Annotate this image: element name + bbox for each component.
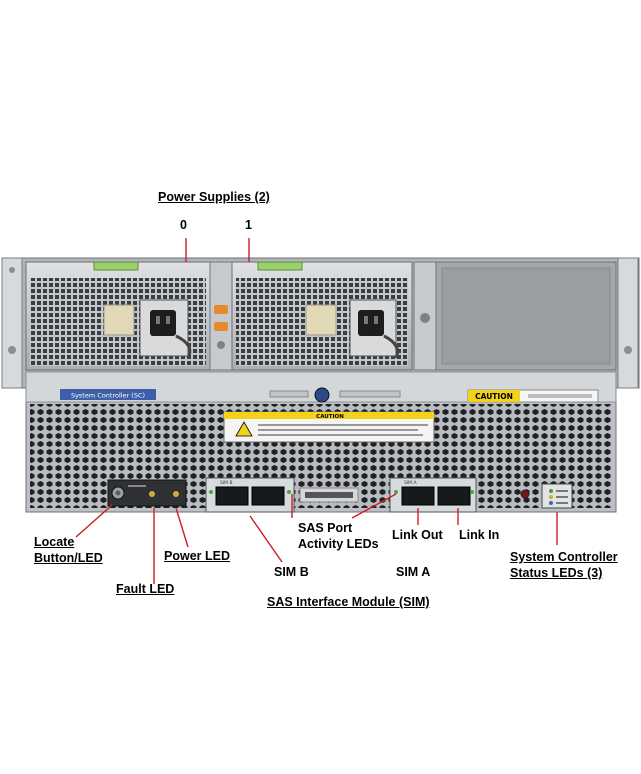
sc-status-leds-label: System Controller Status LEDs (3) [510, 550, 618, 580]
sim-b-label: SIM B [274, 565, 309, 579]
fault-led-icon [149, 491, 155, 497]
psu-screw-icon [217, 341, 225, 349]
left-rack-ear [1, 257, 23, 389]
sim-a-module[interactable]: SIM A [389, 477, 477, 513]
svg-text:SIM B: SIM B [220, 480, 233, 486]
ps1-green-handle[interactable] [257, 261, 303, 271]
power-supplies-heading: Power Supplies (2) [158, 190, 270, 204]
power-led-label: Power LED [164, 549, 230, 563]
ear-screw-icon [9, 267, 15, 273]
psu-divider [209, 261, 233, 371]
sas-port-activity-label: SAS Port Activity LEDs [298, 521, 379, 551]
led-panel [107, 479, 187, 507]
fault-led-label: Fault LED [116, 582, 175, 596]
ps0-label: 0 [180, 218, 187, 232]
sim-a-port-link-out[interactable] [401, 486, 435, 506]
sim-a-label: SIM A [396, 565, 431, 579]
sc-status-led-icon [549, 501, 553, 505]
svg-text:SIM A: SIM A [404, 480, 417, 486]
sas-activity-led-icon [209, 490, 213, 494]
ps0-green-handle[interactable] [93, 261, 139, 271]
link-in-label: Link In [459, 528, 500, 542]
sim-b-port-2[interactable] [251, 486, 285, 506]
sc-label-plate [60, 389, 156, 400]
warning-sticker: CAUTION [223, 411, 435, 443]
psu-led-icon [214, 305, 228, 314]
divider-screw-icon [420, 313, 430, 323]
sc-status-led-icon [549, 495, 553, 499]
power-supply-0[interactable] [25, 261, 211, 371]
ear-screw-icon [8, 346, 16, 354]
sc-label-text: System Controller (SC) [71, 392, 145, 400]
sas-activity-led-icon [287, 490, 291, 494]
psu-led-icon [214, 322, 228, 331]
sc-status-led-plate [541, 483, 573, 509]
link-out-label: Link Out [392, 528, 443, 542]
callout-locate [75, 504, 113, 538]
callout-power [175, 507, 189, 548]
callout-lines [75, 238, 558, 584]
right-rack-ear [617, 257, 639, 389]
ps1-label: 1 [245, 218, 252, 232]
sc-reset-icon[interactable] [520, 489, 530, 499]
power-supply-1[interactable] [231, 261, 413, 371]
sim-b-module[interactable]: SIM B [205, 477, 295, 513]
ear-screw-icon [624, 346, 632, 354]
sas-activity-led-icon [394, 490, 398, 494]
callout-sim-b [249, 515, 283, 563]
svg-text:CAUTION: CAUTION [316, 414, 344, 420]
sim-a-port-link-in[interactable] [437, 486, 471, 506]
callout-sas-port-right [351, 493, 397, 519]
locate-button-label: Locate Button/LED [34, 535, 103, 565]
svg-text:CAUTION: CAUTION [475, 392, 513, 401]
sas-activity-led-icon [470, 490, 474, 494]
captive-screw-icon[interactable] [314, 387, 330, 403]
warning-triangle-icon [235, 421, 253, 437]
sim-b-port-1[interactable] [215, 486, 249, 506]
sc-status-led-icon [549, 489, 553, 493]
sas-interface-module-label: SAS Interface Module (SIM) [267, 595, 430, 609]
power-led-icon [173, 491, 179, 497]
